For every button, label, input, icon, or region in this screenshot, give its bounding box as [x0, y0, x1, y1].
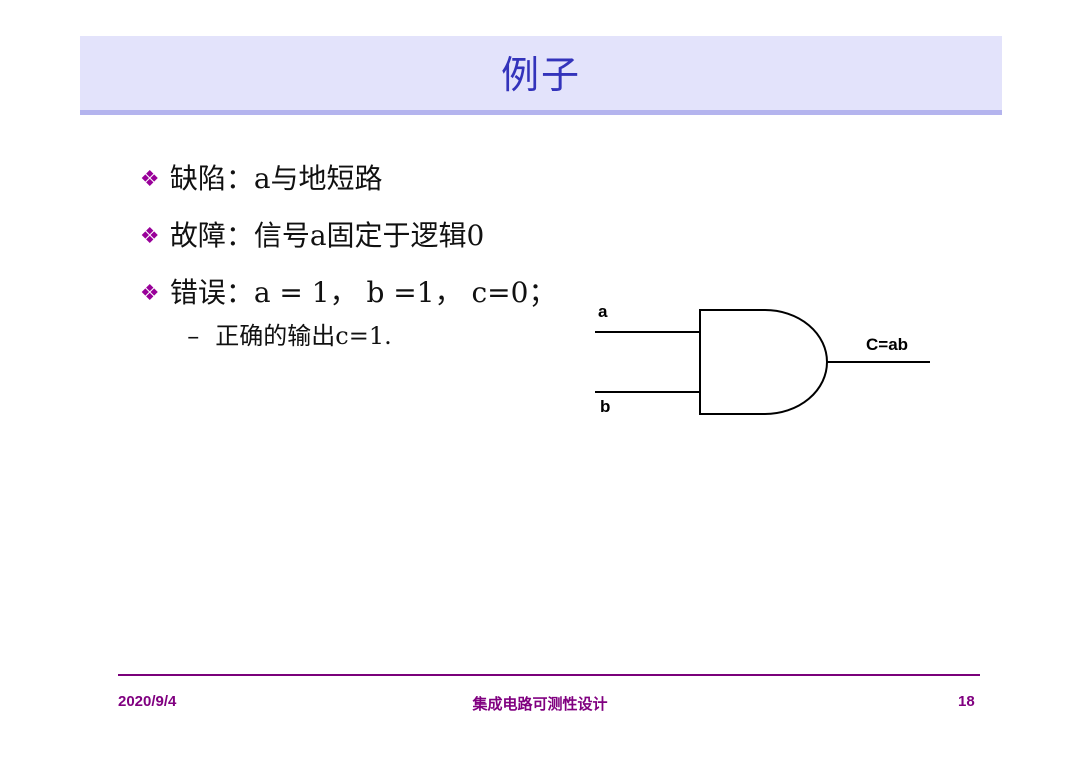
bullet-defect: ❖ 缺陷：a与地短路	[122, 128, 383, 197]
input-b-label: b	[600, 397, 611, 416]
sub-bullet-correct-output: –正确的输出c=1.	[172, 294, 392, 350]
diamond-bullet-icon: ❖	[139, 167, 160, 192]
dash-bullet-icon: –	[187, 322, 200, 350]
bullet-text: 错误：a = 1， b =1， c=0；	[169, 276, 557, 309]
input-a-label: a	[598, 302, 608, 321]
footer-page-number: 18	[958, 693, 975, 710]
slide-title: 例子	[500, 53, 581, 97]
bullet-text: 故障：信号a固定于逻辑0	[169, 219, 485, 252]
footer-course-title: 集成电路可测性设计	[472, 696, 608, 713]
bullet-text: 缺陷：a与地短路	[169, 162, 383, 195]
output-label: C=ab	[866, 335, 909, 354]
and-gate-diagram: a b C=ab	[590, 300, 940, 430]
and-gate-body	[699, 309, 828, 415]
footer-divider	[118, 674, 980, 676]
and-gate-icon	[595, 309, 930, 415]
diamond-bullet-icon: ❖	[139, 224, 160, 249]
title-band: 例子	[80, 36, 1002, 115]
diamond-bullet-icon: ❖	[139, 281, 160, 306]
footer-date: 2020/9/4	[118, 693, 177, 710]
sub-bullet-text: 正确的输出c=1.	[215, 322, 392, 350]
bullet-fault: ❖ 故障：信号a固定于逻辑0	[122, 185, 485, 254]
bullet-error: ❖ 错误：a = 1， b =1， c=0；	[122, 242, 557, 311]
